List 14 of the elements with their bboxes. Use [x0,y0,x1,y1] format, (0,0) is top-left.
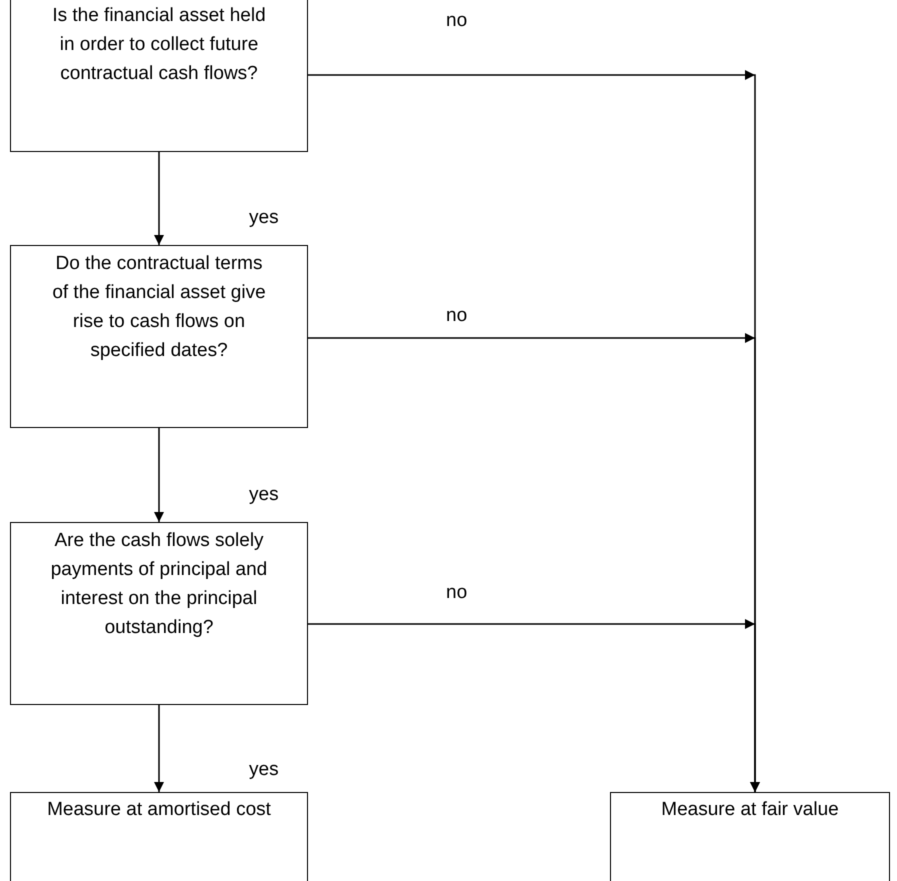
arrow [154,152,164,245]
arrow [154,428,164,522]
box-text: Measure at fair value [660,798,840,822]
question-box [10,245,308,428]
box-text: Measure at amortised cost [46,798,272,822]
result-box [10,792,308,881]
box-text: Are the cash flows solely payments of principal and interest on the principal outstanding? [50,529,268,640]
question-box [10,522,308,705]
result-box [610,792,890,881]
arrow [308,619,760,792]
question-box [10,0,308,152]
arrow [154,705,164,792]
box-text: Do the contractual terms of the financial asset give rise to cash flows on specified dates? [51,252,267,363]
box-text: Is the financial asset held in order to collect future contractual cash flows? [51,4,267,86]
